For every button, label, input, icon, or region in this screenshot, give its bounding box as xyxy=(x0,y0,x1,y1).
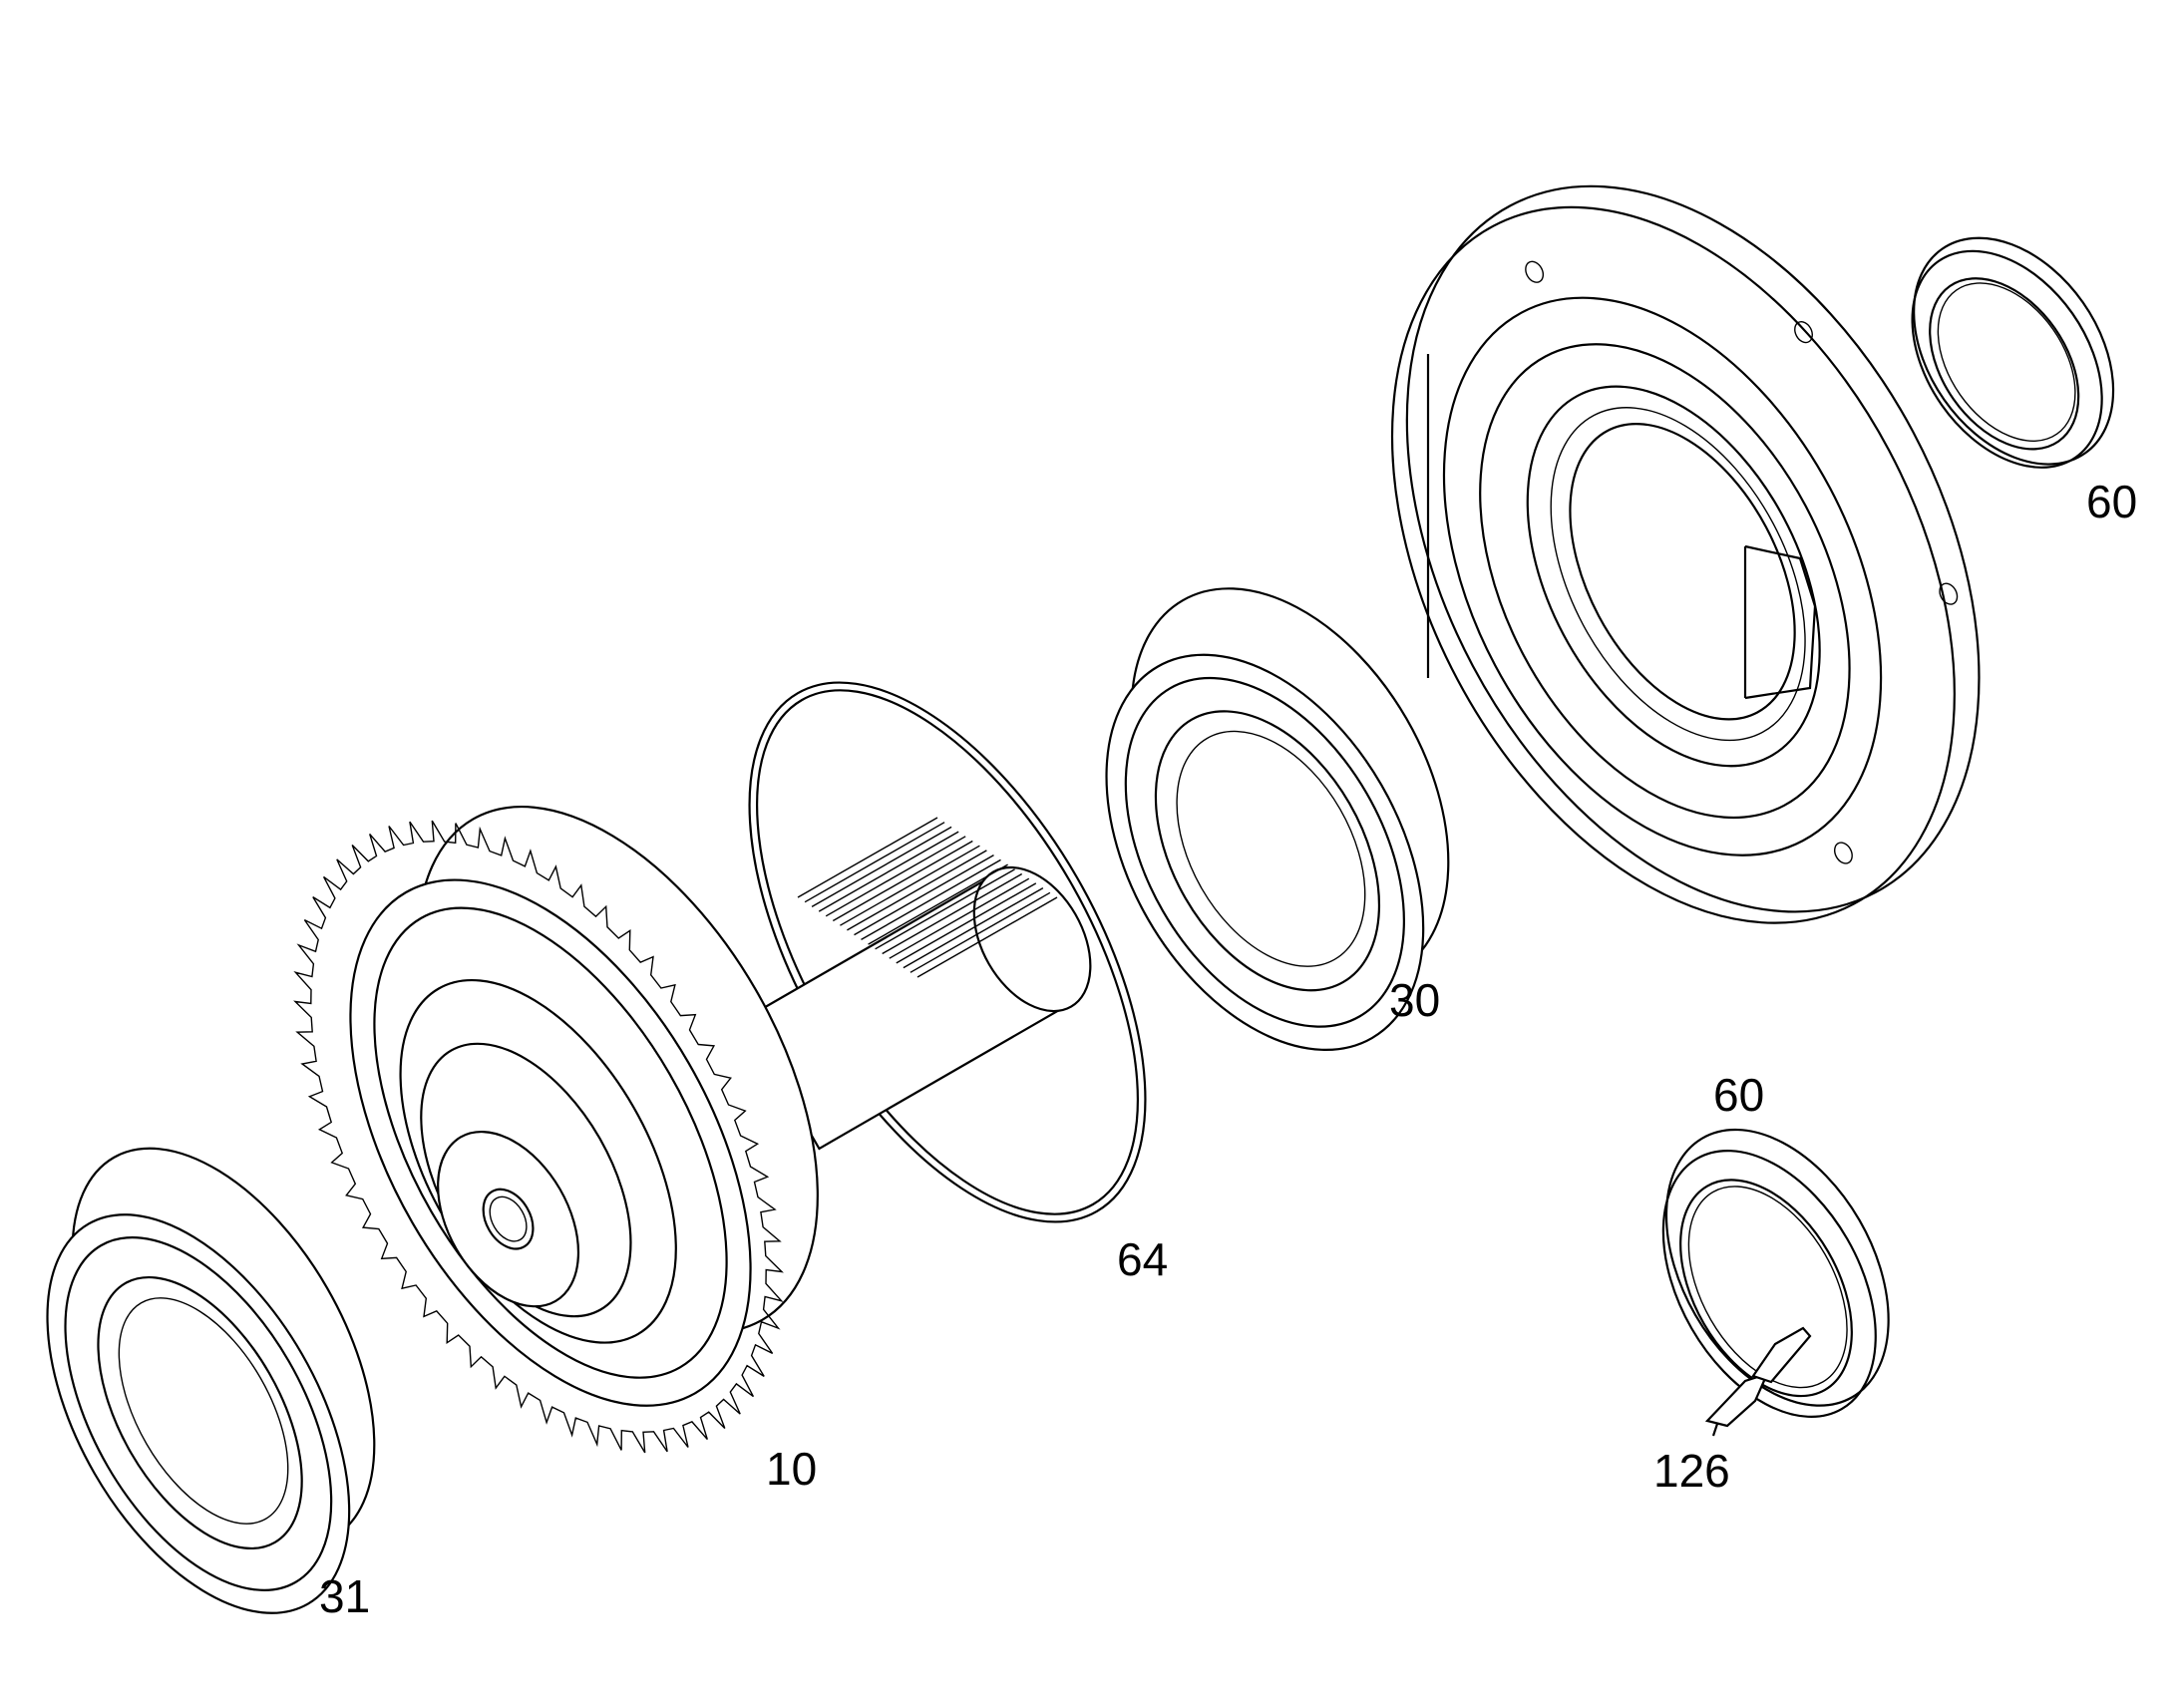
part-label-126: 126 xyxy=(1653,1445,1730,1497)
part-label-31: 31 xyxy=(319,1570,371,1622)
part-label-30: 30 xyxy=(1389,974,1441,1026)
part-label-10: 10 xyxy=(766,1443,818,1495)
gear-shaft-10 xyxy=(293,805,1092,1454)
flange-cover-part xyxy=(1390,184,1981,924)
cover-tab xyxy=(1744,544,1817,700)
seal-ring-bottom xyxy=(1661,1128,1890,1418)
part-label-64: 64 xyxy=(1117,1233,1169,1285)
shaft-splines xyxy=(797,817,1058,978)
roller-bearing-30 xyxy=(1105,587,1450,1051)
roller-bearing-31 xyxy=(46,1147,376,1614)
gear-teeth xyxy=(293,820,784,1454)
seal-ring-top xyxy=(1911,236,2115,469)
seal-tool-126 xyxy=(1704,1326,1812,1437)
part-label-60-bottom: 60 xyxy=(1713,1069,1765,1121)
part-label-60-top: 60 xyxy=(2086,476,2138,527)
